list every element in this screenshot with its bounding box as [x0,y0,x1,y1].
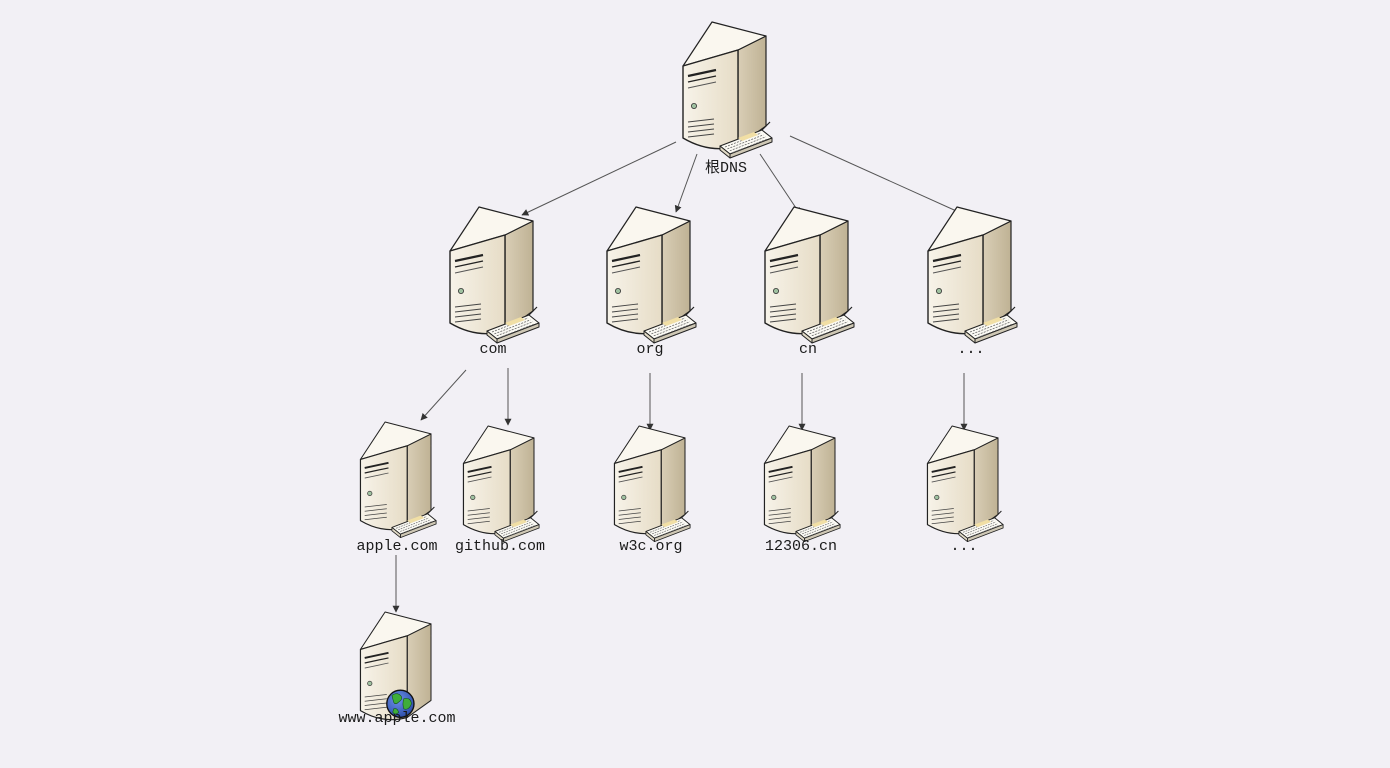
server-icon [927,206,1018,344]
server-icon [613,425,691,543]
node-label: ... [950,538,977,555]
node-label: 12306.cn [765,538,837,555]
edges-layer [392,135,968,613]
node-root: 根DNS [682,21,773,177]
keyboard-icon [719,121,773,159]
keyboard-icon [645,510,691,543]
node-apple: apple.com [356,421,438,555]
server-icon [764,206,855,344]
server-icon [449,206,540,344]
node-label: com [479,341,506,358]
keyboard-icon [643,306,697,344]
keyboard-icon [494,510,540,543]
node-label: 根DNS [705,159,747,177]
node-label: w3c.org [619,538,682,555]
keyboard-icon [795,510,841,543]
node-com: com [449,206,540,358]
node-label: org [636,341,663,358]
server-icon [682,21,773,159]
node-label: ... [957,341,984,358]
keyboard-icon [958,510,1004,543]
edge-com-to-apple [420,369,467,421]
globe-icon [386,689,415,719]
node-www-apple: www.apple.com [338,611,456,727]
node-w3c: w3c.org [613,425,691,555]
keyboard-icon [964,306,1018,344]
node-cn: cn [764,206,855,358]
server-icon [359,421,437,539]
edge-root-to-org [674,153,698,213]
server-icon [606,206,697,344]
node-label: github.com [455,538,545,555]
web-server-globe-icon [359,611,432,721]
node-more-sld: ... [926,425,1004,555]
keyboard-icon [391,506,437,539]
node-more-tld: ... [927,206,1018,358]
keyboard-icon [486,306,540,344]
nodes-layer: 根DNS com org cn... apple.com github.com w3c.or… [338,21,1018,727]
keyboard-icon [801,306,855,344]
node-label: cn [799,341,817,358]
edge-root-to-com [521,141,677,216]
node-github: github.com [455,425,545,555]
node-n12306: 12306.cn [763,425,841,555]
node-org: org [606,206,697,358]
node-label: apple.com [356,538,437,555]
edge-root-to-cn [759,153,801,215]
server-icon [462,425,540,543]
edge-root-to-more_tld [789,135,964,215]
server-icon [763,425,841,543]
server-icon [926,425,1004,543]
node-label: www.apple.com [338,710,455,727]
